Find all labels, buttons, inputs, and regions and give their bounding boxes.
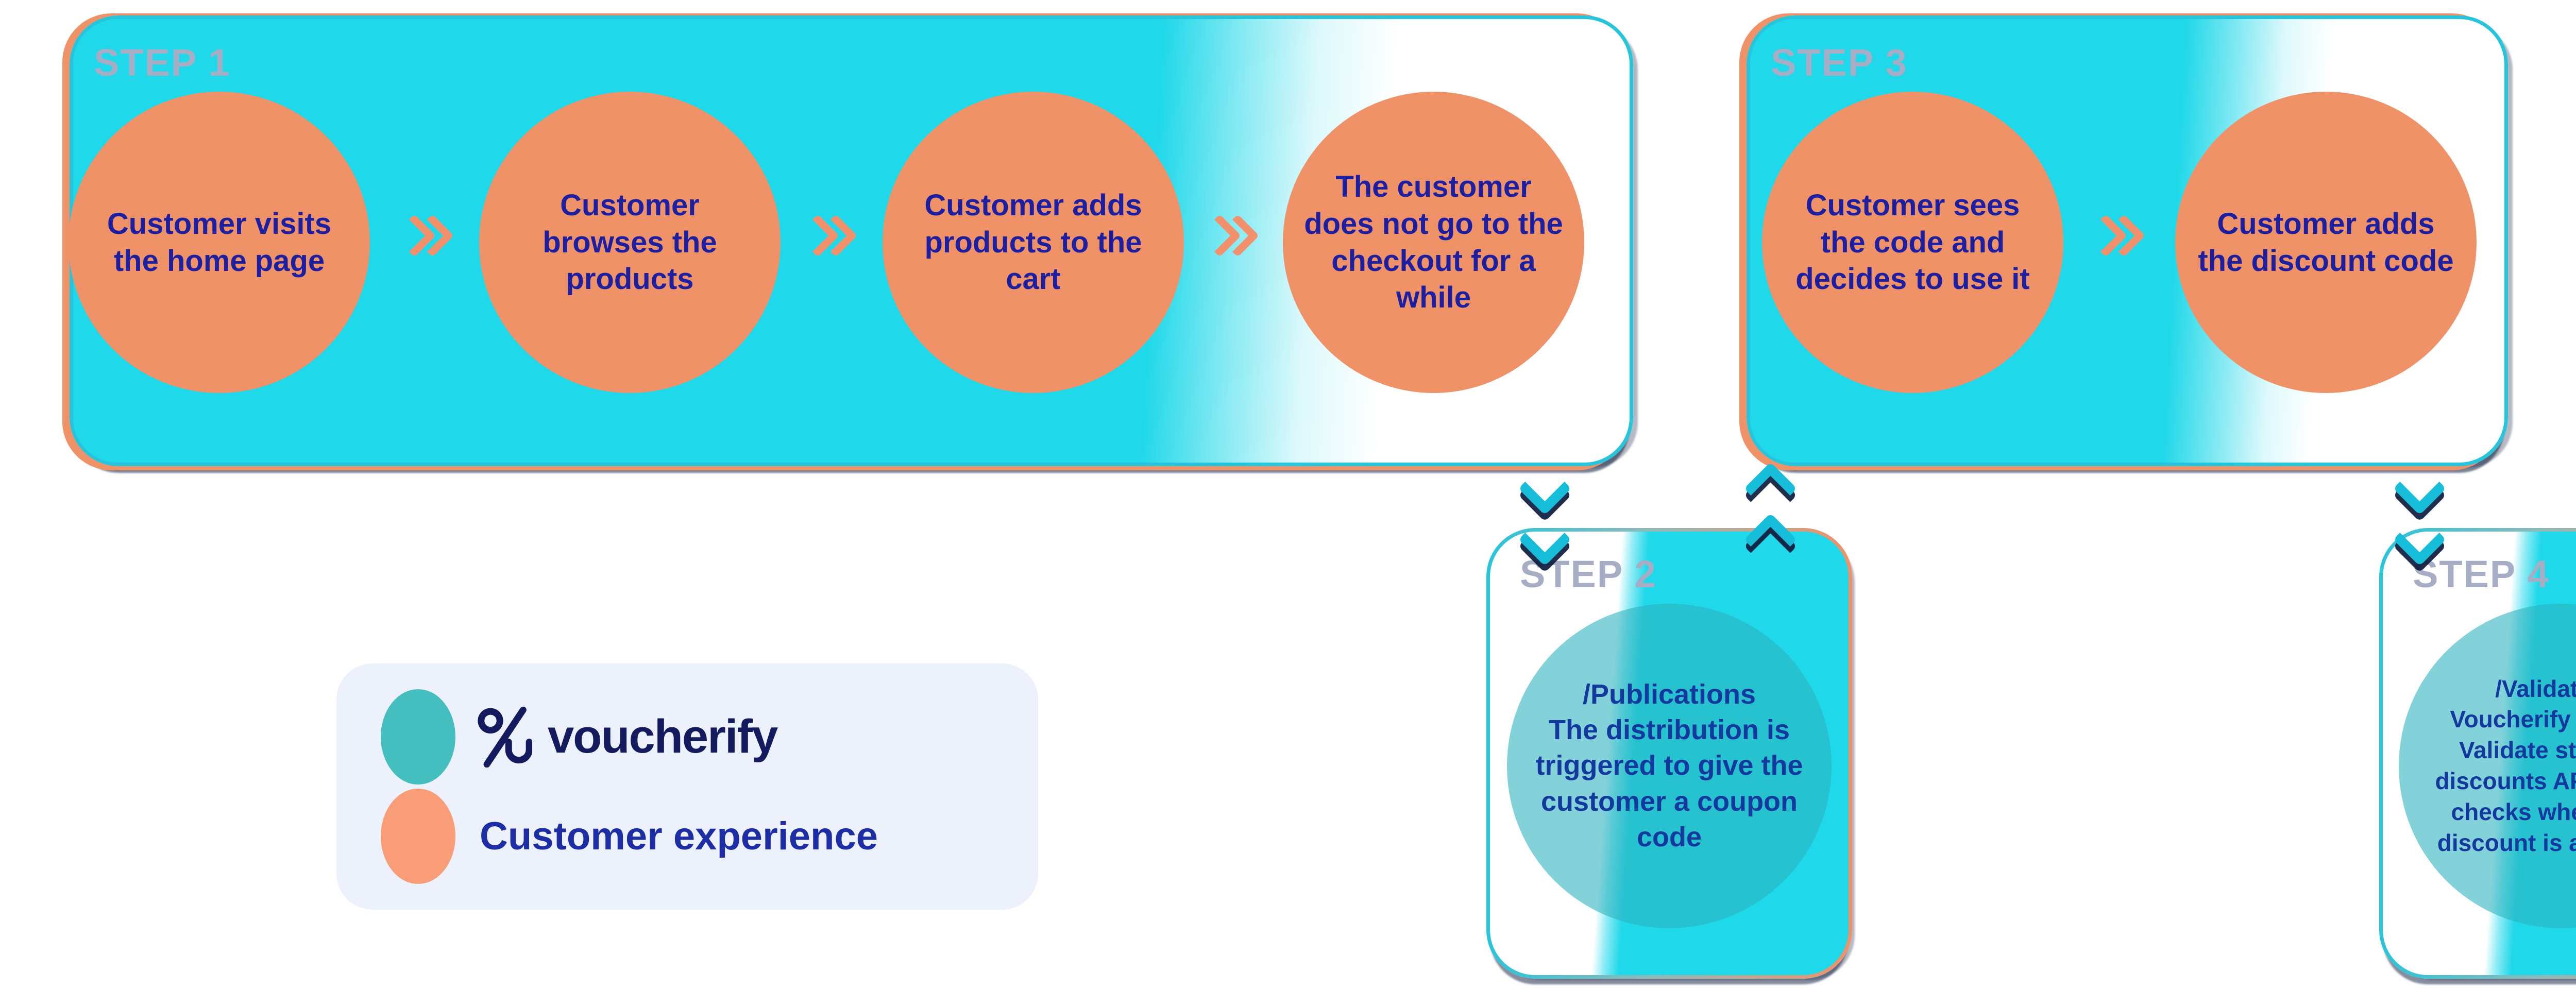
api-endpoint-label: /Publications xyxy=(1582,679,1756,710)
step-4-title: STEP 4 xyxy=(2413,553,2550,595)
percent-icon xyxy=(478,706,532,768)
customer-experience-circle: Customer sees the code and decides to us… xyxy=(1762,92,2063,393)
circle-text: The customer does not go to the checkout… xyxy=(1304,169,1563,315)
step-3-title: STEP 3 xyxy=(1771,41,1908,84)
voucherify-logo: voucherify xyxy=(477,692,778,782)
circle-text: Customer adds the discount code xyxy=(2198,207,2454,278)
customer-experience-circle: Customer adds products to the cart xyxy=(883,92,1184,393)
step-2-title: STEP 2 xyxy=(1520,553,1657,595)
customer-experience-circle: Customer visits the home page xyxy=(69,92,370,393)
customer-experience-circle: Customer browses the products xyxy=(479,92,781,393)
customer-experience-dot-icon xyxy=(381,789,455,884)
voucherify-wordmark: voucherify xyxy=(548,710,778,763)
chevron-right-icon xyxy=(2084,214,2146,258)
circle-text: Customer browses the products xyxy=(543,188,717,296)
chevron-right-icon xyxy=(1198,214,1260,258)
api-endpoint-label: /Validations xyxy=(2495,675,2576,702)
chevron-down-icon xyxy=(2393,462,2447,567)
legend-card: voucherify Customer experience xyxy=(336,663,1038,910)
customer-experience-circle: The customer does not go to the checkout… xyxy=(1283,92,1584,393)
customer-experience-label: Customer experience xyxy=(480,814,878,858)
circle-text: Customer sees the code and decides to us… xyxy=(1795,188,2030,296)
circle-text: Customer visits the home page xyxy=(107,207,332,278)
chevron-up-icon xyxy=(1743,462,1798,567)
step-1-title: STEP 1 xyxy=(94,41,231,84)
api-description: Voucherify receives Validate stackable d… xyxy=(2435,706,2576,856)
customer-experience-circle: Customer adds the discount code xyxy=(2175,92,2477,393)
chevron-down-icon xyxy=(1518,462,1572,567)
circle-text: Customer adds products to the cart xyxy=(924,188,1142,296)
voucherify-dot-icon xyxy=(381,689,455,785)
api-description: The distribution is triggered to give th… xyxy=(1535,714,1803,852)
chevron-right-icon xyxy=(796,214,858,258)
voucherify-api-circle: /Publications The distribution is trigge… xyxy=(1507,604,1832,928)
chevron-right-icon xyxy=(393,214,454,258)
